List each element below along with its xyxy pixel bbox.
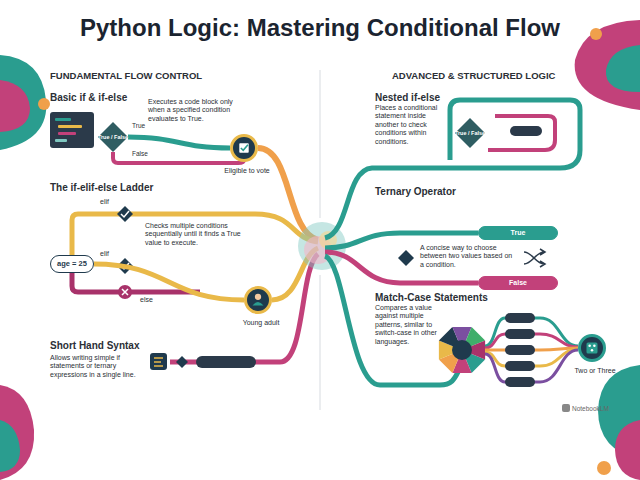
description: A concise way to choose between two valu…	[420, 244, 515, 269]
divider-line	[320, 275, 321, 410]
decision-diamond: True / False	[455, 118, 485, 148]
corner-dot	[597, 461, 611, 475]
topic-heading: Nested if-else	[375, 92, 495, 104]
branch-label: else	[140, 296, 170, 304]
section-header: FUNDAMENTAL FLOW CONTROL	[50, 70, 300, 81]
decision-diamond: True / False	[98, 122, 128, 152]
description: Compares a value against multiple patter…	[375, 304, 450, 346]
corner-blob	[0, 420, 20, 472]
section-header: ADVANCED & STRUCTURED LOGIC	[392, 70, 622, 81]
branch-label: False	[132, 150, 162, 158]
description: Checks multiple conditions sequentially …	[145, 222, 245, 247]
icon-box	[239, 143, 248, 152]
result-circle: Eligible to vote	[230, 134, 258, 162]
topic-heading: Ternary Operator	[375, 186, 495, 198]
corner-dot	[590, 28, 602, 40]
octagon-core	[452, 340, 472, 360]
node-caption: Young adult	[217, 319, 305, 327]
decision-marker	[176, 356, 188, 368]
true-band: True	[478, 226, 558, 240]
decision-marker	[398, 250, 414, 266]
node-text: True / False	[455, 130, 485, 136]
node-text: True	[511, 229, 526, 237]
watermark: NotebookLM	[572, 405, 632, 413]
topic-heading: The if-elif-else Ladder	[50, 182, 250, 194]
elif-diamond	[117, 206, 133, 222]
false-band: False	[478, 276, 558, 290]
code-band	[196, 356, 256, 368]
case-band	[505, 329, 535, 339]
code-line	[55, 118, 71, 121]
corner-blob	[615, 420, 640, 480]
case-band	[505, 361, 535, 371]
code-line	[58, 132, 76, 135]
result-circle: Young adult	[244, 286, 272, 314]
node-caption: Two or Three	[551, 367, 639, 375]
flow-band	[325, 256, 458, 385]
description: Allows writing simple if statements or t…	[50, 354, 145, 379]
node-icon	[233, 137, 255, 159]
shorthand-icon	[150, 353, 167, 370]
node-caption: Eligible to vote	[203, 167, 291, 175]
code-icon	[50, 112, 94, 148]
icon-dot	[591, 349, 594, 352]
ladder-branch	[72, 214, 318, 255]
icon-dot	[593, 344, 596, 347]
code-line	[55, 139, 67, 142]
code-line	[58, 125, 82, 128]
flow-connector	[94, 264, 244, 300]
corner-blob	[0, 385, 34, 480]
diamond-shape	[455, 118, 485, 148]
icon-head	[255, 294, 261, 300]
shuffle-icon	[524, 249, 545, 267]
flow-connector	[128, 137, 230, 148]
corner-blob	[606, 45, 640, 92]
corner-blob	[0, 80, 30, 132]
divider-line	[320, 70, 321, 218]
cross-mark	[122, 289, 128, 295]
inner-band	[488, 116, 555, 150]
topic-heading: Short Hand Syntax	[50, 340, 200, 352]
corner-dot	[38, 98, 50, 110]
corner-blob	[575, 20, 640, 110]
input-pill: age = 25	[50, 255, 94, 273]
diagram-title: Python Logic: Mastering Conditional Flow	[0, 14, 640, 43]
icon-line	[154, 358, 163, 366]
else-marker	[118, 285, 132, 299]
node-text: True / False	[98, 134, 128, 140]
result-circle: Two or Three	[578, 334, 606, 362]
nested-band	[325, 100, 580, 238]
icon-dot	[588, 344, 591, 347]
icon-body	[253, 302, 264, 306]
branch-label: elif	[100, 250, 130, 258]
case-band	[505, 345, 535, 355]
case-band	[505, 377, 535, 387]
pattern-line	[485, 350, 578, 382]
node-icon	[247, 289, 269, 311]
node-text: age = 25	[57, 260, 87, 268]
watermark-icon	[562, 404, 570, 412]
check-mark	[121, 211, 129, 217]
node-text: False	[509, 279, 527, 287]
case-band	[505, 313, 535, 323]
topic-heading: Match-Case Statements	[375, 292, 525, 304]
branch-label: True	[132, 122, 162, 130]
branch-label: elif	[100, 198, 130, 206]
icon-box	[587, 343, 598, 354]
code-band	[510, 126, 542, 136]
description: Places a conditional statement inside an…	[375, 104, 450, 146]
icon-check	[241, 145, 248, 151]
description: Executes a code block only when a specif…	[148, 98, 248, 123]
node-icon	[581, 337, 603, 359]
diamond-shape	[98, 122, 128, 152]
flow-band	[170, 254, 318, 362]
